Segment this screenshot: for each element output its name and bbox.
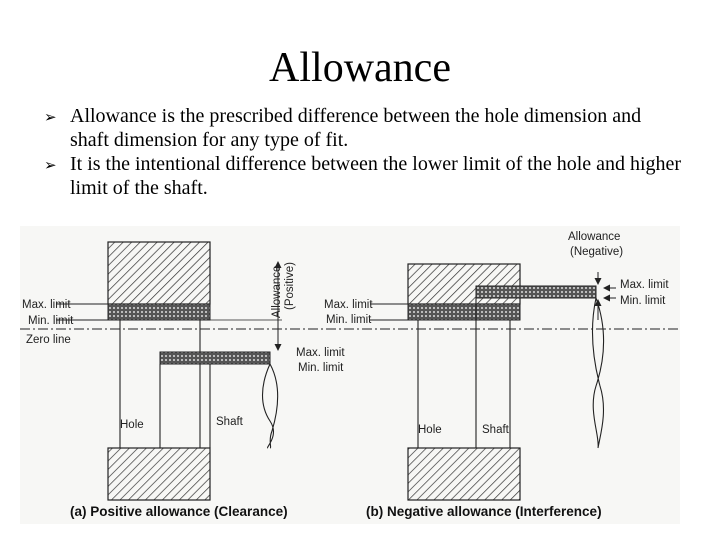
bullet-list: ➢ Allowance is the prescribed difference… [44,104,684,200]
bullet-item: ➢ It is the intentional difference betwe… [44,152,684,200]
hole-bottom-hatch [107,447,211,501]
hole-tolerance-zone [407,303,521,321]
allowance-positive-label: Allowance [271,266,283,318]
shaft-max-limit-label: Max. limit [296,347,345,359]
allowance-figure: Max. limit Min. limit Zero line Allowanc… [20,226,680,524]
hole-tolerance-zone [107,303,211,321]
allowance-positive-sublabel: (Positive) [284,262,296,310]
caption-positive-allowance: (a) Positive allowance (Clearance) [70,504,288,519]
shaft-tolerance-zone [475,285,597,299]
hole-max-limit-label: Max. limit [324,299,373,311]
shaft-break-line [591,297,605,449]
shaft-tolerance-zone [159,351,271,365]
bullet-text: Allowance is the prescribed difference b… [70,105,642,151]
bullet-item: ➢ Allowance is the prescribed difference… [44,104,684,152]
allowance-negative-sublabel: (Negative) [570,246,623,258]
shaft-max-limit-label: Max. limit [620,279,669,291]
hole-max-limit-label: Max. limit [22,299,71,311]
caption-negative-allowance: (b) Negative allowance (Interference) [366,504,602,519]
hole-label: Hole [120,419,144,431]
zero-line-label: Zero line [26,334,71,346]
shaft-min-limit-label: Min. limit [298,362,344,374]
bullet-text: It is the intentional difference between… [70,153,682,199]
arrow-bullet-icon: ➢ [44,108,57,126]
allowance-negative-label: Allowance [568,231,620,243]
shaft-min-limit-label: Min. limit [620,295,666,307]
slide-title: Allowance [269,45,451,91]
positive-allowance-diagram: Max. limit Min. limit Zero line Allowanc… [20,241,680,501]
hole-top-hatch [107,241,211,305]
shaft-label: Shaft [216,416,244,428]
hole-label: Hole [418,424,442,436]
hole-min-limit-label: Min. limit [326,314,372,326]
hole-bottom-hatch [407,447,521,501]
hole-min-limit-label: Min. limit [28,315,74,327]
negative-allowance-diagram: Allowance (Negative) Max. limit Min. lim… [324,231,669,501]
shaft-label: Shaft [482,424,510,436]
allowance-diagram: Max. limit Min. limit Zero line Allowanc… [20,226,680,524]
shaft-break-line [261,363,279,449]
arrow-bullet-icon: ➢ [44,156,57,174]
